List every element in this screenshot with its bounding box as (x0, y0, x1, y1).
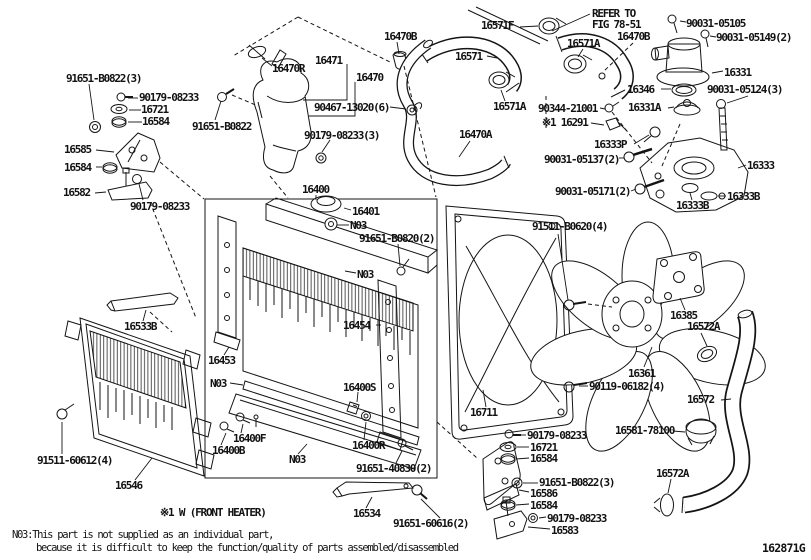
part-label: 90179-08233 (139, 91, 199, 104)
drawing-code: 162871G (762, 541, 806, 555)
part-label: 16572 (687, 393, 715, 406)
hoses-drawing (217, 6, 634, 186)
leader-lines (61, 13, 749, 530)
part-label: 16470A (459, 128, 493, 141)
part-label: 90179-08233(3) (304, 129, 380, 142)
part-label: 16470B (384, 30, 418, 43)
part-label: 16470R (272, 62, 306, 75)
part-label: 16571A (567, 37, 601, 50)
part-label: 16571F (481, 19, 515, 32)
part-label: 16333B (676, 199, 710, 212)
part-label: 91651-B0822 (192, 120, 252, 133)
part-label: 16583 (551, 524, 579, 537)
part-label: 90031-05105 (686, 17, 746, 30)
part-label: 91651-B0822(3) (66, 72, 142, 85)
part-label: 16533B (124, 320, 158, 333)
part-label: 16572A (656, 467, 690, 480)
part-label: 16571A (493, 100, 527, 113)
radiator-drawing (213, 195, 439, 470)
part-label: 16534 (353, 507, 381, 520)
part-label: 90179-08233 (547, 512, 607, 525)
part-label: 16400B (212, 444, 246, 457)
part-label: 16470 (356, 71, 384, 84)
left-mount-drawing (89, 92, 161, 201)
part-label: 91511-B0620(4) (532, 220, 608, 233)
part-label: 16400 (302, 183, 330, 196)
part-label: 16470B (617, 30, 651, 43)
part-label: 16400R (352, 439, 386, 452)
part-label: 90467-13020(6) (314, 101, 390, 114)
note-line-2: because it is difficult to keep the func… (36, 542, 459, 554)
part-label: 16584 (142, 115, 170, 128)
part-label: N03 (357, 268, 374, 281)
part-label: 16333 (747, 159, 775, 172)
part-label: 16721 (530, 441, 558, 454)
part-label: N03 (350, 219, 367, 232)
part-label: 91651-60616(2) (393, 517, 469, 530)
part-label: N03 (289, 453, 306, 466)
part-label: 16401 (352, 205, 380, 218)
part-label: 16453 (208, 354, 236, 367)
part-label: 16581-78100 (615, 424, 675, 437)
part-label: 90119-06182(4) (589, 380, 665, 393)
part-label: 91651-B0822(3) (539, 476, 615, 489)
part-label: 90344-21001 (538, 102, 598, 115)
part-label: FIG 78-51 (592, 18, 642, 31)
part-label: N03 (210, 377, 227, 390)
part-label: 16572A (687, 320, 721, 333)
part-label: 16400F (233, 432, 267, 445)
part-label: 16584 (530, 452, 558, 465)
part-label: 16721 (141, 103, 169, 116)
part-label: 16711 (470, 406, 498, 419)
part-label: 16361 (628, 367, 656, 380)
condenser-drawing (56, 317, 215, 477)
front-heater-footnote: ※1 W (FRONT HEATER) (160, 506, 267, 519)
part-label: 90031-05149(2) (716, 31, 792, 44)
part-label: 16331A (628, 101, 662, 114)
part-label: 16546 (115, 479, 143, 492)
part-label: 16333P (594, 138, 628, 151)
part-label: 90031-05124(3) (707, 83, 783, 96)
part-label: REFER TO (592, 7, 636, 20)
part-label: 16582 (63, 186, 91, 199)
part-label: 16331 (724, 66, 752, 79)
part-label: 16400S (343, 381, 377, 394)
part-label: 90031-05171(2) (555, 185, 631, 198)
part-label: 16584 (64, 161, 92, 174)
part-label: 90031-05137(2) (544, 153, 620, 166)
part-label: 16584 (530, 499, 558, 512)
part-label: 16333B (727, 190, 761, 203)
part-label: 16385 (670, 309, 698, 322)
part-label: ※1 16291 (542, 116, 589, 129)
part-label: 16586 (530, 487, 558, 500)
part-label: 91511-60612(4) (37, 454, 113, 467)
fan-drawing (530, 221, 766, 452)
part-label: 16585 (64, 143, 92, 156)
water-outlet-drawing (604, 14, 749, 213)
part-label: 91651-B0820(2) (359, 232, 435, 245)
lower-hose-drawing (563, 309, 757, 517)
note-line-1: N03:This part is not supplied as an indi… (12, 529, 274, 541)
part-label: 16571 (455, 50, 483, 63)
tube-16533b-drawing (106, 292, 179, 312)
fan-shroud-drawing (445, 205, 574, 440)
part-label: 90179-08233 (527, 429, 587, 442)
part-label: 90179-08233 (130, 200, 190, 213)
dashed-connectors (149, 16, 681, 459)
reservoir-drawing (247, 44, 312, 174)
part-label: 91651-40830(2) (356, 462, 432, 475)
part-label: 16454 (343, 319, 371, 332)
part-label: 16471 (315, 54, 343, 67)
part-label: 16346 (627, 83, 655, 96)
